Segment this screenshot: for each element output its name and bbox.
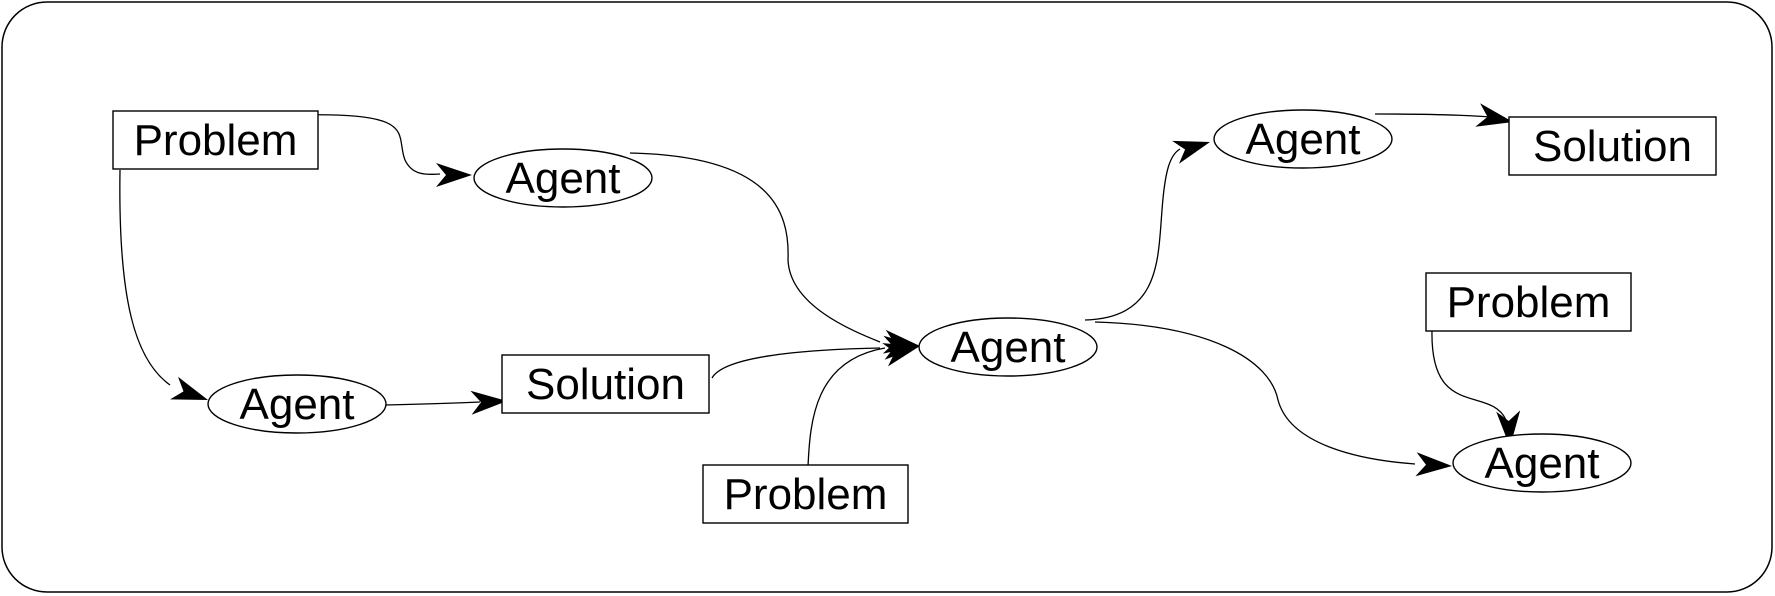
edge-line	[711, 347, 881, 379]
edge-agent-2-to-solution-1	[384, 390, 507, 415]
box-node-solution-2: Solution	[1508, 116, 1717, 176]
edge-problem-1-to-agent-2	[119, 169, 208, 400]
edge-line	[807, 347, 886, 468]
node-ellipse	[1213, 109, 1393, 169]
ellipse-node-agent-1: Agent	[473, 148, 653, 208]
arrowhead	[436, 163, 472, 187]
edge-line	[299, 114, 441, 175]
edge-line	[629, 152, 881, 343]
arrowhead	[1496, 410, 1521, 447]
edge-problem-3-to-agent-4	[1431, 329, 1521, 447]
arrowhead	[1415, 452, 1452, 477]
node-label: Agent	[240, 380, 355, 429]
edge-line	[1084, 148, 1181, 321]
edge-agent-center-to-agent-3	[1084, 140, 1210, 321]
node-box	[501, 354, 710, 414]
edge-agent-3-to-solution-2	[1374, 103, 1513, 127]
edge-agent-center-to-agent-4	[1094, 321, 1452, 477]
ellipse-node-agent-3: Agent	[1213, 109, 1393, 169]
edge-line	[384, 401, 481, 406]
node-box	[1425, 272, 1632, 332]
edge-line	[1094, 321, 1416, 465]
box-node-problem-3: Problem	[1425, 272, 1632, 332]
arrowhead	[1475, 103, 1513, 127]
node-label: Solution	[1533, 122, 1692, 171]
node-ellipse	[473, 148, 653, 208]
arrowhead	[882, 343, 920, 367]
edge-problem-1-to-agent-1	[299, 114, 472, 187]
node-ellipse	[918, 317, 1098, 377]
node-label: Agent	[1485, 439, 1600, 488]
ellipse-node-agent-2: Agent	[207, 374, 387, 434]
node-label: Agent	[506, 154, 621, 203]
node-box	[702, 464, 909, 524]
edge-problem-2-to-agent-center	[807, 343, 920, 468]
box-node-problem-1: Problem	[112, 110, 319, 170]
box-node-problem-2: Problem	[702, 464, 909, 524]
ellipse-node-agent-4: Agent	[1452, 433, 1632, 493]
arrowhead	[1172, 140, 1210, 164]
node-label: Problem	[134, 116, 298, 165]
node-label: Problem	[724, 470, 888, 519]
edge-line	[1431, 329, 1507, 421]
node-label: Agent	[1246, 115, 1361, 164]
node-ellipse	[1452, 433, 1632, 493]
edge-line	[119, 169, 171, 386]
ellipse-node-agent-center: Agent	[918, 317, 1098, 377]
node-label: Problem	[1447, 278, 1611, 327]
node-box	[1508, 116, 1717, 176]
node-box	[112, 110, 319, 170]
node-label: Solution	[526, 360, 685, 409]
edges-layer	[119, 103, 1521, 477]
node-label: Agent	[951, 323, 1066, 372]
arrowhead	[470, 390, 507, 415]
arrowhead	[170, 376, 208, 400]
node-ellipse	[207, 374, 387, 434]
box-node-solution-1: Solution	[501, 354, 710, 414]
